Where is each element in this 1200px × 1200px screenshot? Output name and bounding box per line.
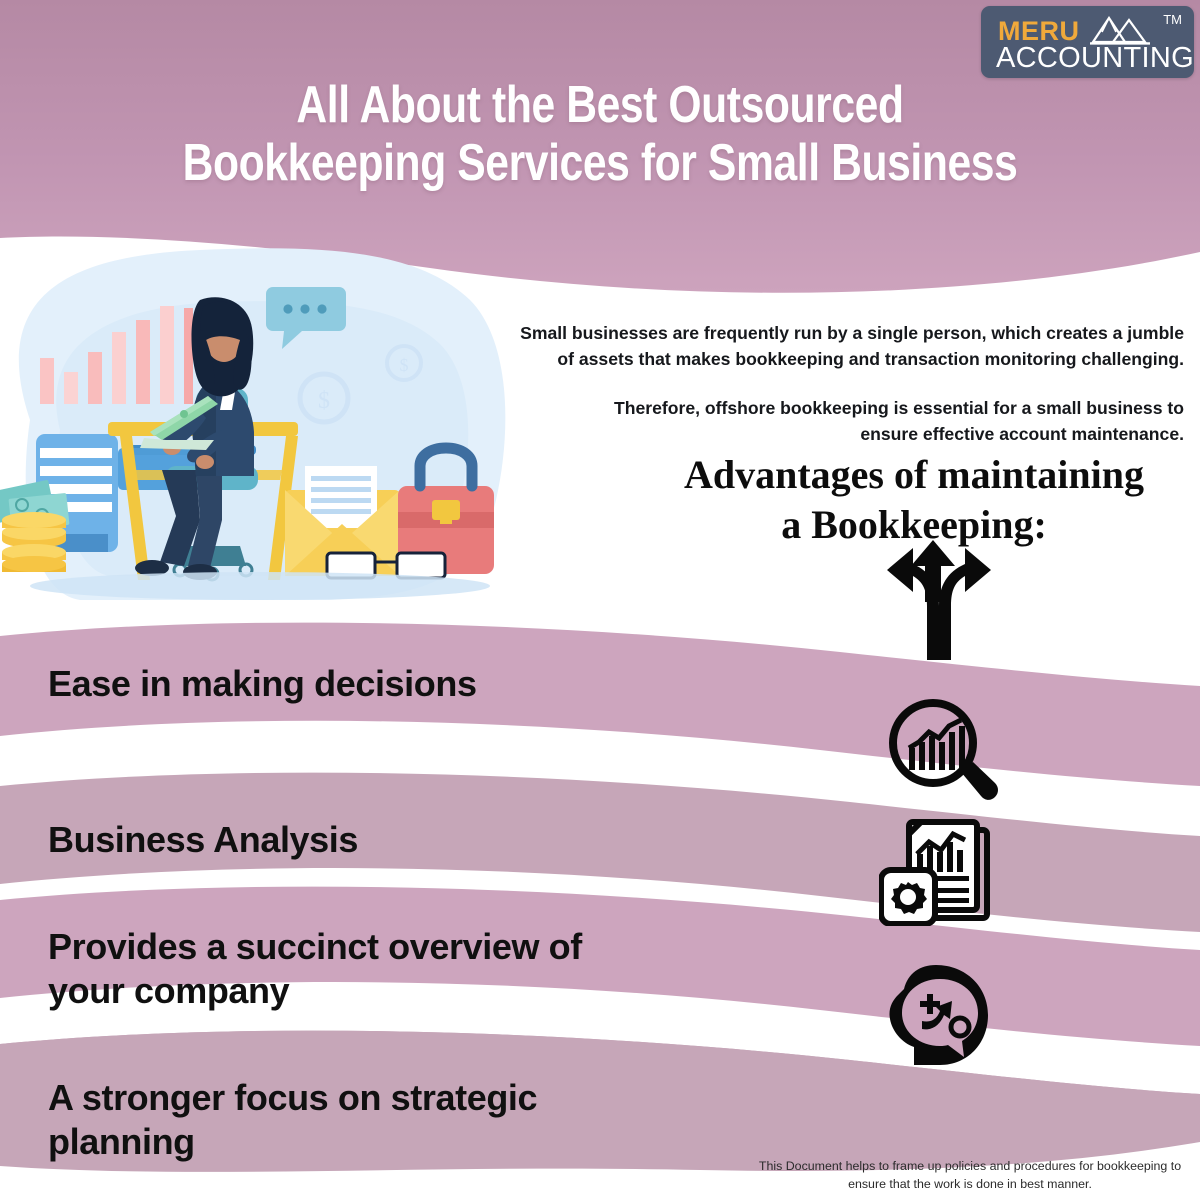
title-line-1: All About the Best Outsourced <box>296 76 904 134</box>
brand-logo[interactable]: MERU ACCOUNTING TM <box>981 6 1194 78</box>
three-way-arrows-icon <box>887 540 991 660</box>
footer-note: This Document helps to frame up policies… <box>744 1158 1196 1193</box>
intro-paragraph-2: Therefore, offshore bookkeeping is essen… <box>614 398 1184 445</box>
report-documents-gear-icon <box>879 819 990 926</box>
advantages-heading: Advantages of maintaining a Bookkeeping: <box>640 450 1188 549</box>
logo-secondary-text: ACCOUNTING <box>996 42 1194 74</box>
advantages-heading-line-2: a Bookkeeping: <box>781 501 1047 547</box>
advantage-label-3: Provides a succinct overview of your com… <box>48 926 582 1011</box>
advantages-heading-line-1: Advantages of maintaining <box>683 452 1145 497</box>
magnifier-bar-chart-icon <box>889 699 998 800</box>
title-line-2: Bookkeeping Services for Small Business <box>182 134 1018 193</box>
advantage-label-1: Ease in making decisions <box>48 663 477 704</box>
head-strategy-icon <box>889 965 988 1065</box>
logo-primary-text: MERU <box>998 16 1080 46</box>
svg-text:$: $ <box>400 355 409 375</box>
svg-text:$: $ <box>318 388 330 414</box>
intro-paragraph-1: Small businesses are frequently run by a… <box>520 323 1184 370</box>
advantage-label-4: A stronger focus on strategic planning <box>48 1077 538 1162</box>
mountain-icon <box>1090 16 1150 45</box>
footer-note-line-1: This Document helps to frame up policies… <box>758 1159 1168 1173</box>
advantage-label-2: Business Analysis <box>48 819 359 860</box>
page-title: All About the Best Outsourced Bookkeepin… <box>157 76 1043 192</box>
footer-note-line-2: to ensure that the work is done in best … <box>848 1159 1182 1191</box>
trademark-mark: TM <box>1163 12 1182 27</box>
